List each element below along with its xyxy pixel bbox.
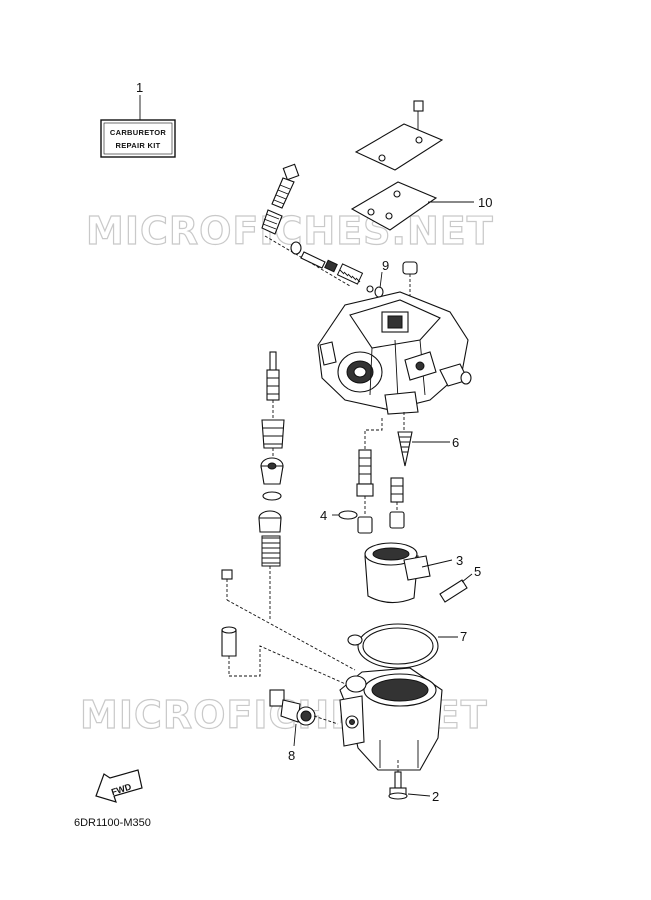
float-pin-5 [439,573,473,603]
callout-10: 10 [478,195,492,210]
top-cover-plate [354,100,444,171]
repair-kit-box: CARBURETOR REPAIR KIT [100,95,176,158]
idle-parts [290,241,374,293]
callout-8: 8 [288,748,295,763]
float-bowl-gasket-7 [347,623,458,669]
oring-4 [332,510,373,534]
diagram-code: 6DR1100-M350 [74,817,151,829]
drain-screw-left [221,569,356,687]
carburetor-body [317,291,472,415]
pilot-screw-assembly [261,163,300,235]
fwd-arrow-icon: FWD [95,769,143,803]
callout-6: 6 [452,435,459,450]
emulsion-tube [356,449,374,515]
callout-3: 3 [456,553,463,568]
bowl-screw-2 [388,760,431,800]
callout-5: 5 [474,564,481,579]
float-3 [364,542,453,604]
kit-label-line1: CARBURETOR [110,128,166,137]
callout-1: 1 [136,80,143,95]
drain-plug-8 [269,689,339,747]
float-bowl [339,667,443,771]
oring-9 [374,271,384,298]
callout-9: 9 [382,258,389,273]
kit-label-line2: REPAIR KIT [116,141,161,150]
throttle-stack [258,351,285,620]
gasket-10 [350,181,474,231]
callout-4: 4 [320,508,327,523]
pilot-jet [389,477,405,529]
watermark-top: MICROFICHES.NET [86,209,494,253]
main-jet-6 [397,431,450,467]
callout-7: 7 [460,629,467,644]
callout-2: 2 [432,789,439,804]
